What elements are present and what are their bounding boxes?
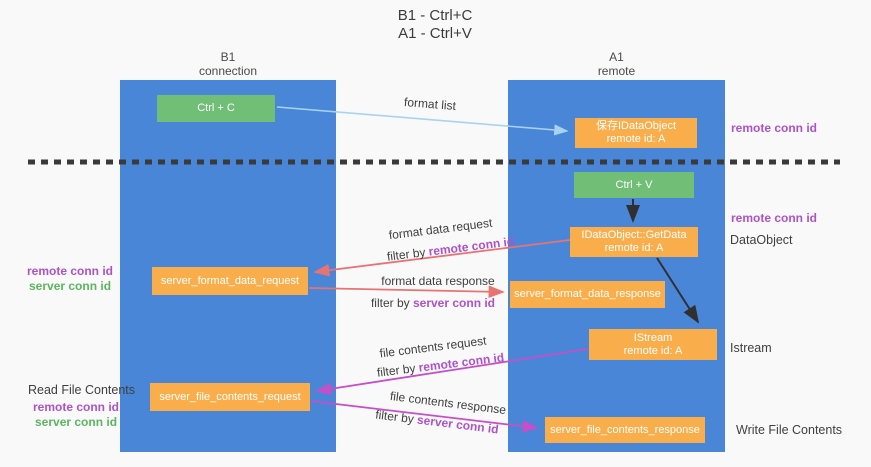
arrow-format-data-request [313,239,571,277]
label-filter-format-response: filter by server conn id [368,296,498,310]
lane-header-b1: B1 connection [120,50,336,78]
node-ctrl-v: Ctrl + V [574,172,694,198]
annotation-left-bottom-remote-conn-id: remote conn id [33,400,120,414]
node-save-idataobject: 保存IDataObject remote id: A [575,118,697,148]
arrow-format-data-response [308,285,505,299]
lane-a1-role: remote [597,63,636,78]
arrow-file-contents-response [310,400,539,433]
diagram-title: B1 - Ctrl+C A1 - Ctrl+V [360,7,510,43]
node-istream-line1: IStream [633,331,673,344]
annotation-dataobject: DataObject [730,233,793,247]
title-line-1: B1 - Ctrl+C [397,7,473,24]
lane-b1-role: connection [198,63,258,78]
annotation-remote-conn-id-top: remote conn id [731,121,818,135]
node-ctrl-c: Ctrl + C [157,95,275,122]
filter-key-server-conn-id: server conn id [412,296,496,310]
node-istream: IStream remote id: A [589,329,717,360]
node-server-format-data-request-label: server_format_data_request [160,274,300,287]
lane-header-a1: A1 remote [508,50,725,78]
node-server-file-contents-request: server_file_contents_request [150,383,310,411]
filter-prefix: filter by [370,296,413,310]
node-server-format-data-response: server_format_data_response [510,281,665,308]
node-server-format-data-response-label: server_format_data_response [514,288,661,300]
annotation-left-bottom-server-conn-id: server conn id [35,415,118,429]
title-line-2: A1 - Ctrl+V [398,25,472,42]
annotation-write-file-contents: Write File Contents [736,423,843,437]
annotation-read-file-contents: Read File Contents [28,383,136,397]
node-save-idataobject-line2: remote id: A [606,133,666,145]
node-getdata-line2: remote id: A [604,242,664,254]
node-server-format-data-request: server_format_data_request [152,267,308,295]
arrow-getdata-to-istream [656,257,700,324]
label-format-data-response: format data response [381,274,495,288]
annotation-left-mid-remote-conn-id: remote conn id [27,264,114,278]
node-istream-line2: remote id: A [623,344,683,357]
node-server-file-contents-response-label: server_file_contents_response [550,423,700,436]
node-server-file-contents-request-label: server_file_contents_request [159,390,301,403]
arrow-file-contents-request [315,348,589,396]
node-server-file-contents-response: server_file_contents_response [545,417,705,443]
node-idataobject-getdata: IDataObject::GetData remote id: A [570,227,698,257]
node-ctrl-c-label: Ctrl + C [197,102,235,114]
annotation-left-mid-server-conn-id: server conn id [29,279,112,293]
lane-a1-name: A1 [609,50,624,64]
annotation-istream: Istream [730,341,772,355]
annotation-remote-conn-id-mid: remote conn id [731,211,818,225]
arrow-format-list [276,106,569,136]
node-save-idataobject-line1: 保存IDataObject [595,120,677,132]
node-ctrl-v-label: Ctrl + V [615,178,653,191]
lane-b1-name: B1 [220,50,236,64]
node-getdata-line1: IDataObject::GetData [581,229,687,241]
